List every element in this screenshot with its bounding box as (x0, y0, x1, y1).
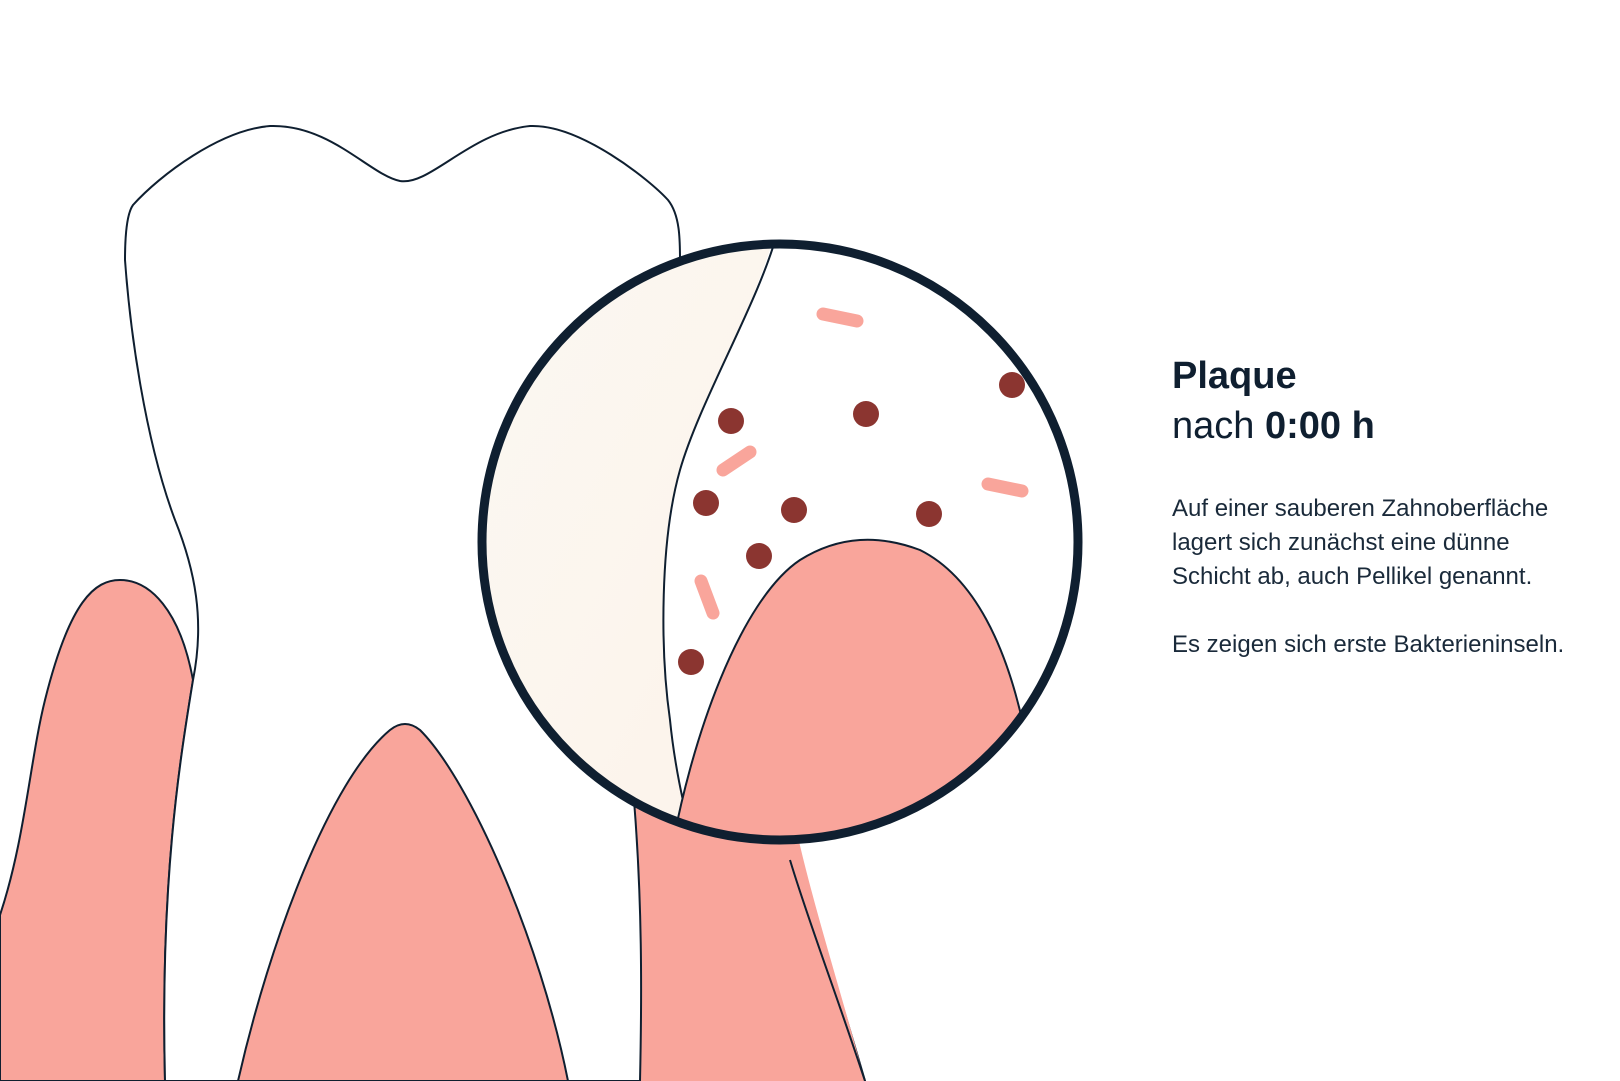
bacteria-dot-icon (916, 501, 942, 527)
gum-right-edge-2 (789, 859, 866, 1081)
bacteria-dot-icon (678, 649, 704, 675)
bacteria-dot-icon (853, 401, 879, 427)
bacteria-dot-icon (693, 490, 719, 516)
info-panel: Plaque nach 0:00 h Auf einer sauberen Za… (1172, 352, 1592, 662)
magnifier-lens-icon (477, 239, 1083, 845)
info-title: Plaque (1172, 355, 1297, 397)
subtitle-time: 0:00 h (1264, 405, 1375, 447)
enamel-surface (482, 244, 778, 840)
bacteria-rod (716, 445, 757, 477)
info-subtitle: nach 0:00 h (1172, 400, 1592, 452)
magnifier-rim (477, 239, 1083, 845)
gum-right-front (634, 800, 865, 1081)
info-paragraph-1: Auf einer sauberen Zahnoberfläche lagert… (1172, 495, 1549, 590)
bacteria-cocci (678, 372, 1025, 675)
bacteria-rods (694, 307, 1029, 620)
subtitle-prefix: nach (1172, 405, 1255, 447)
gum-magnified (668, 538, 1031, 840)
bacteria-rod (816, 307, 864, 328)
gum-right-edge (633, 799, 643, 1081)
gum-center (236, 723, 570, 1081)
bacteria-dot-icon (999, 372, 1025, 398)
bacteria-dot-icon (718, 408, 744, 434)
info-paragraph-2: Es zeigen sich erste Bakterieninseln. (1172, 631, 1565, 658)
bacteria-rod (981, 477, 1029, 498)
enamel-boundary (662, 244, 779, 840)
bacteria-dot-icon (781, 497, 807, 523)
bacteria-dot-icon (746, 543, 772, 569)
bacteria-rod (694, 574, 720, 620)
